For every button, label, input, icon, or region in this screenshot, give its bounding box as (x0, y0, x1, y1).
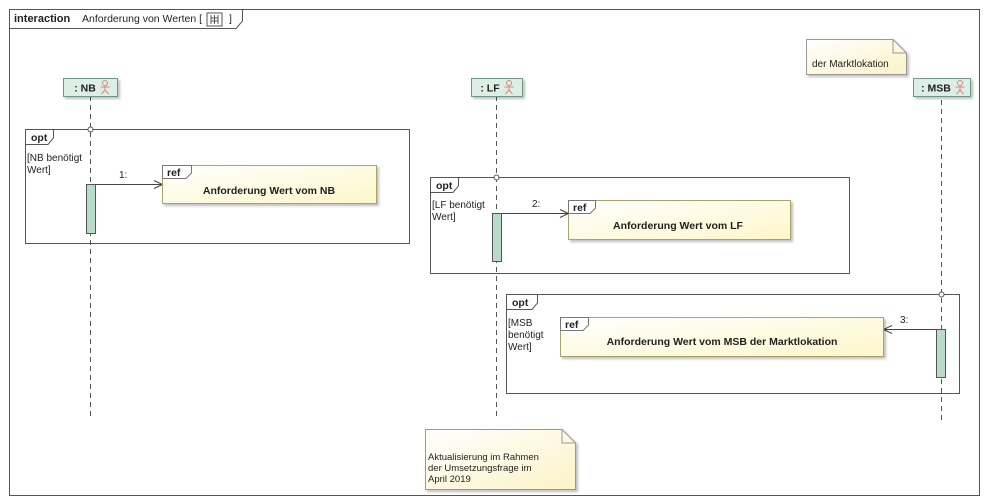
activation-bar-lf[interactable] (492, 213, 502, 262)
note-line: Aktualisierung im Rahmen (428, 452, 539, 463)
note-line: April 2019 (428, 474, 471, 485)
ref-tag: ref (573, 202, 587, 214)
note-marktlokation[interactable]: der Marktlokation (806, 39, 907, 75)
fragment-operator: opt (436, 180, 453, 192)
fragment-port (87, 126, 94, 133)
fragment-port (938, 291, 945, 298)
ref-tag: ref (167, 167, 181, 179)
message-label: 3: (900, 315, 908, 326)
activation-bar-nb[interactable] (86, 184, 96, 234)
ref-anforderung-msb[interactable]: ref Anforderung Wert vom MSB der Marktlo… (560, 317, 884, 357)
message-label: 2: (532, 199, 540, 210)
lifeline-msb[interactable]: : MSB (913, 78, 971, 97)
ref-anforderung-lf[interactable]: ref Anforderung Wert vom LF (568, 200, 791, 240)
frame-title-end: ] (229, 13, 232, 25)
note-line: der Umsetzungsfrage im (428, 463, 532, 474)
fragment-guard-line: Wert] (508, 342, 532, 353)
ref-name: Anforderung Wert vom MSB der Marktlokati… (607, 336, 838, 348)
ref-name: Anforderung Wert vom NB (203, 185, 336, 197)
ref-tag: ref (565, 319, 579, 331)
lifeline-msb-label: : MSB (921, 83, 951, 95)
fragment-guard-line: [MSB (508, 318, 533, 329)
fragment-opt-lf[interactable]: opt [LF benötigt Wert] (430, 174, 850, 274)
actor-icon (100, 80, 110, 95)
fragment-guard-line: Wert] (27, 165, 51, 176)
fragment-guard-line: Wert] (432, 212, 456, 223)
lifeline-nb-label: : NB (74, 83, 96, 95)
activation-bar-msb[interactable] (936, 329, 946, 378)
fragment-guard-line: [LF benötigt (432, 200, 485, 211)
fragment-operator: opt (512, 297, 529, 309)
frame-title: Anforderung von Werten [ (82, 13, 202, 25)
message-label: 1: (119, 170, 127, 181)
actor-icon (504, 80, 514, 95)
fragment-opt-msb[interactable]: opt [MSB benötigt Wert] (506, 291, 960, 394)
fragment-port (493, 174, 500, 181)
lifeline-lf[interactable]: : LF (471, 78, 523, 97)
fragment-opt-nb[interactable]: opt [NB benötigt Wert] (25, 126, 410, 244)
frame-keyword: interaction (14, 13, 71, 25)
ref-name: Anforderung Wert vom LF (613, 220, 743, 232)
fragment-guard-line: benötigt (508, 330, 544, 341)
fragment-guard-line: [NB benötigt (27, 153, 82, 164)
ref-anforderung-nb[interactable]: ref Anforderung Wert vom NB (162, 165, 377, 204)
fragment-operator: opt (31, 132, 48, 144)
diagram-icon (206, 12, 223, 27)
note-marktlokation-text: der Marktlokation (812, 59, 889, 70)
actor-icon (955, 80, 965, 95)
lifeline-nb[interactable]: : NB (63, 78, 118, 97)
note-aktualisierung[interactable]: Aktualisierung im Rahmen der Umsetzungsf… (425, 429, 576, 490)
lifeline-lf-label: : LF (480, 83, 500, 95)
